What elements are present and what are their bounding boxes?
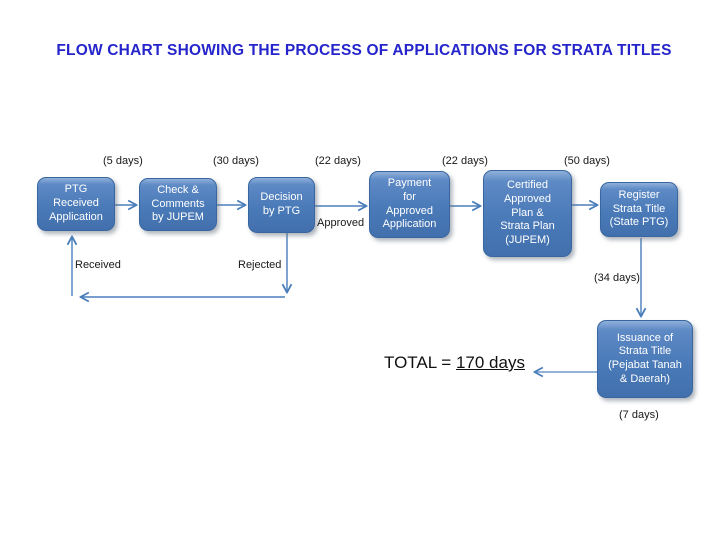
- duration-label-step4-to-5: (22 days): [442, 155, 488, 167]
- flow-step-certified-approved-plan: Certified Approved Plan & Strata Plan (J…: [483, 170, 572, 257]
- flow-step-label: PTG Received Application: [49, 183, 103, 223]
- flow-step-payment-approved-application: Payment for Approved Application: [369, 171, 450, 238]
- total-prefix: TOTAL =: [384, 353, 456, 372]
- total-value: 170 days: [455, 353, 525, 372]
- flow-step-label: Register Strata Title (State PTG): [609, 188, 669, 229]
- duration-label-step6-to-7: (34 days): [594, 272, 640, 284]
- flow-step-label: Payment for Approved Application: [382, 177, 437, 231]
- duration-label-step7: (7 days): [619, 409, 659, 421]
- flow-step-label: Decision by PTG: [260, 191, 303, 217]
- duration-label-step2-to-3: (30 days): [213, 155, 259, 167]
- branch-label-received: Received: [75, 259, 121, 271]
- flow-step-issuance-strata-title: Issuance of Strata Title (Pejabat Tanah …: [597, 320, 693, 398]
- duration-label-step5-to-6: (50 days): [564, 155, 610, 167]
- branch-label-approved: Approved: [317, 217, 365, 229]
- flow-step-label: Check & Comments by JUPEM: [151, 183, 205, 224]
- flow-step-check-comments-jupem: Check & Comments by JUPEM: [139, 178, 217, 231]
- duration-label-step1-to-2: (5 days): [103, 155, 143, 167]
- duration-label-step3-to-4: (22 days): [315, 155, 361, 167]
- flow-step-decision-by-ptg: Decision by PTG: [248, 177, 315, 233]
- flow-step-label: Certified Approved Plan & Strata Plan (J…: [500, 179, 555, 247]
- flow-step-ptg-received-application: PTG Received Application: [37, 177, 115, 231]
- total-duration-label: TOTAL = 170 days: [384, 353, 525, 373]
- flow-step-label: Issuance of Strata Title (Pejabat Tanah …: [608, 331, 682, 385]
- page-title: FLOW CHART SHOWING THE PROCESS OF APPLIC…: [56, 42, 672, 59]
- branch-label-rejected: Rejected: [238, 259, 282, 271]
- flow-step-register-strata-title: Register Strata Title (State PTG): [600, 182, 678, 237]
